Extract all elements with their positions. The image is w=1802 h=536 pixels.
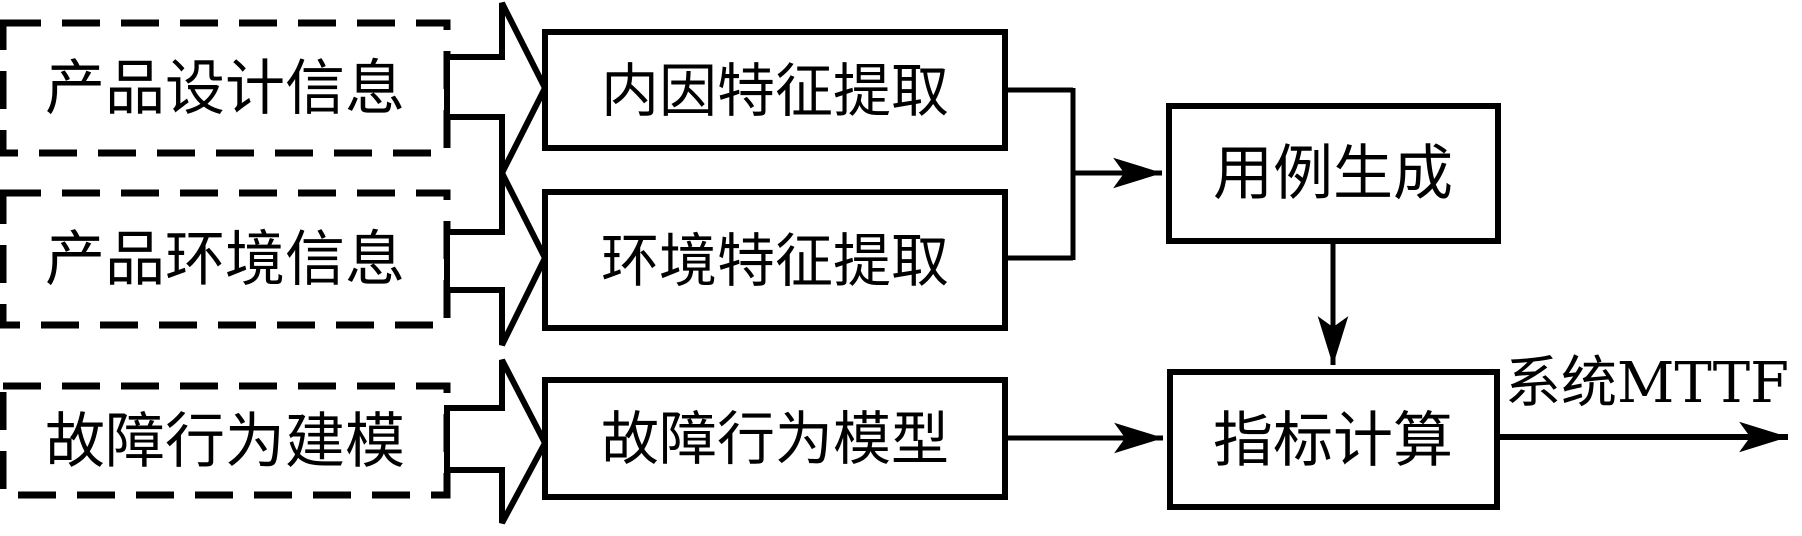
- output-label-system-mttf: 系统MTTF: [1505, 351, 1789, 416]
- block-arrow-group: [444, 1, 549, 525]
- block-arrow-environment-to-environment-icon: [444, 171, 549, 347]
- process-group: 内因特征提取 环境特征提取 故障行为模型: [542, 29, 1008, 500]
- stage-group: 用例生成 指标计算: [1166, 103, 1501, 510]
- process-label-fault-behavior-model: 故障行为模型: [601, 405, 949, 473]
- block-arrow-design-to-intrinsic-icon: [444, 1, 549, 175]
- process-label-environment-feature-extraction: 环境特征提取: [601, 227, 949, 295]
- stage-label-use-case-generation: 用例生成: [1213, 139, 1453, 209]
- input-label-product-design-info: 产品设计信息: [45, 54, 405, 124]
- process-box-fault-behavior-model: [542, 377, 1008, 500]
- merge-connector: [1005, 87, 1163, 261]
- process-box-environment-feature-extraction: [542, 189, 1008, 331]
- flow-arrows: [1005, 241, 1789, 454]
- input-label-product-environment-info: 产品环境信息: [45, 225, 405, 295]
- input-label-fault-behavior-modeling: 故障行为建模: [45, 407, 405, 477]
- block-arrow-fault-to-model-icon: [444, 358, 549, 525]
- input-group: 产品设计信息 产品环境信息 故障行为建模: [0, 19, 451, 499]
- process-label-intrinsic-feature-extraction: 内因特征提取: [601, 57, 949, 125]
- stage-box-use-case-generation: [1166, 103, 1501, 244]
- stage-box-index-calculation: [1167, 369, 1500, 510]
- stage-label-index-calculation: 指标计算: [1213, 406, 1453, 476]
- process-box-intrinsic-feature-extraction: [542, 29, 1008, 151]
